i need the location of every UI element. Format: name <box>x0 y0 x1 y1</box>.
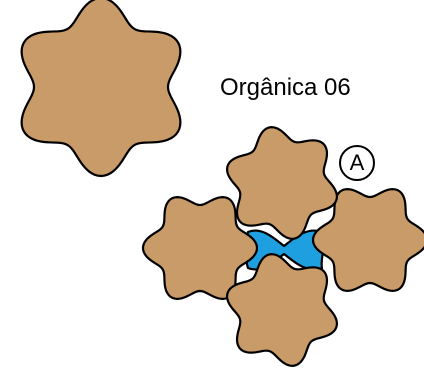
pattern-title: Orgânica 06 <box>220 74 351 101</box>
cluster-tile-right <box>311 188 424 292</box>
cluster-tile-top <box>225 126 339 240</box>
single-tile <box>20 0 182 178</box>
callout-label: A <box>338 144 376 182</box>
callout-circle <box>339 145 375 181</box>
cluster-tile-bottom <box>225 253 339 367</box>
callout-letter: A <box>349 150 365 175</box>
